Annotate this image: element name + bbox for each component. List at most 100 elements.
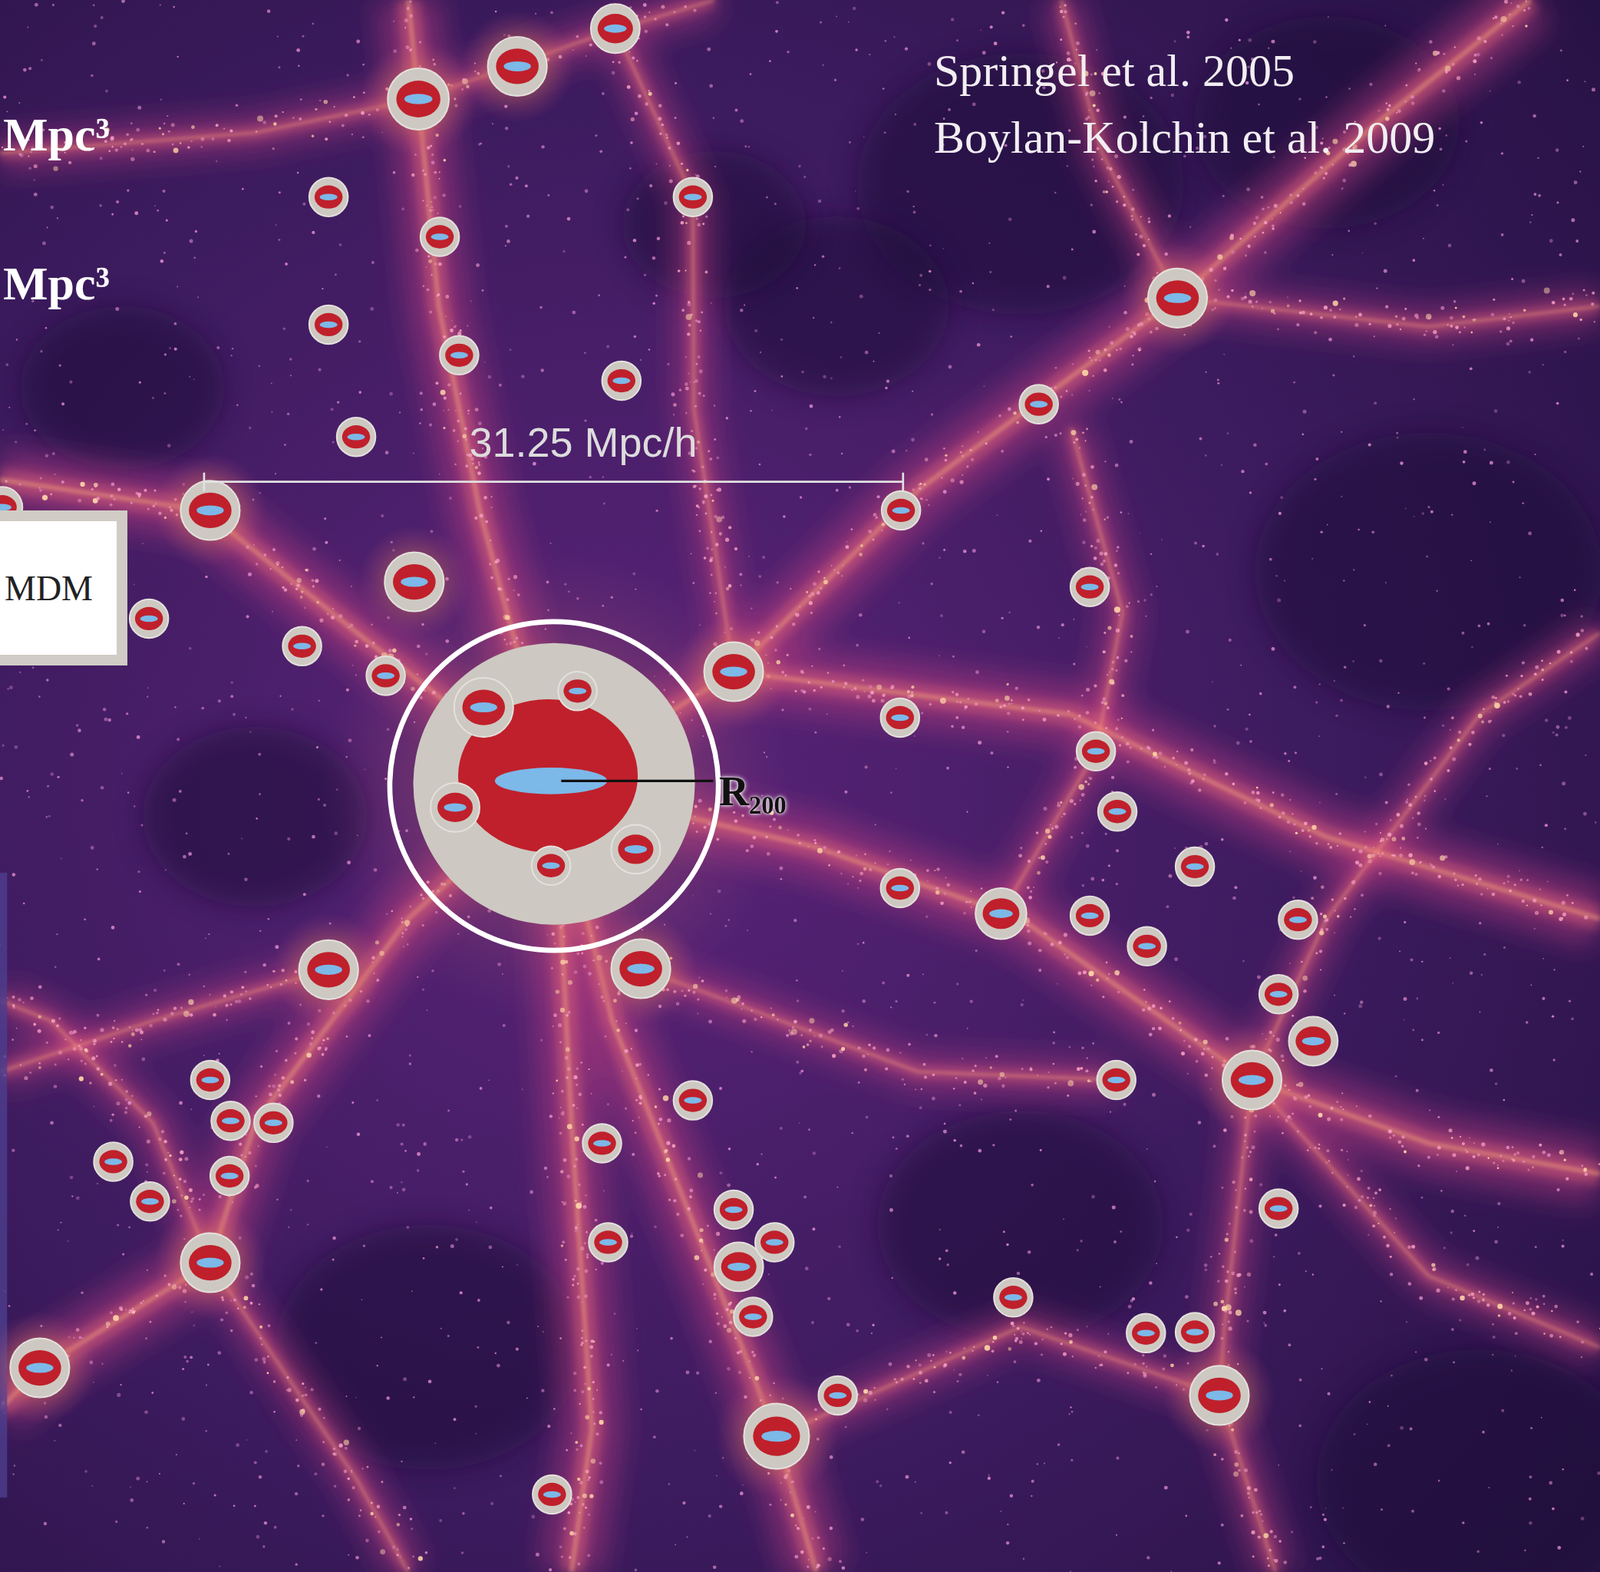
galaxy-dot	[400, 1460, 403, 1463]
galaxy-dot	[1367, 1233, 1370, 1236]
galaxy-dot	[976, 343, 981, 347]
galaxy-dot	[852, 1025, 855, 1027]
galaxy-dot	[259, 930, 261, 932]
galaxy-dot	[458, 329, 462, 332]
galaxy-dot	[963, 549, 967, 553]
galaxy-dot	[1490, 56, 1493, 60]
galaxy-dot	[1275, 574, 1277, 577]
galaxy-dot	[1107, 1332, 1109, 1335]
galaxy-dot	[494, 1352, 497, 1354]
galaxy-dot	[131, 148, 133, 151]
galaxy-dot	[475, 1432, 477, 1435]
galaxy-dot	[189, 853, 192, 855]
galaxy-dot	[863, 135, 865, 138]
galaxy-dot	[300, 98, 303, 101]
galaxy-dot	[977, 1148, 982, 1153]
galaxy-dot	[904, 46, 908, 50]
galaxy-dot	[277, 238, 281, 241]
galaxy-dot	[779, 866, 784, 871]
galaxy-dot	[689, 1188, 693, 1193]
galaxy-dot	[295, 1438, 297, 1441]
galaxy-dot	[1323, 1517, 1327, 1521]
galaxy-dot	[656, 237, 661, 241]
galaxy-dot	[1477, 623, 1482, 627]
galaxy-dot	[1369, 82, 1373, 86]
galaxy-dot	[985, 1056, 987, 1059]
galaxy-dot	[910, 438, 915, 443]
galaxy-dot	[336, 401, 340, 404]
galaxy-dot	[489, 539, 492, 542]
galaxy-dot	[8, 1304, 11, 1307]
galaxy-dot	[1148, 1032, 1153, 1036]
galaxy-dot	[1046, 284, 1050, 288]
galaxy-dot	[144, 1409, 149, 1414]
galaxy-dot	[1213, 1144, 1217, 1148]
galaxy-dot	[748, 555, 750, 558]
galaxy-dot	[1529, 1474, 1533, 1478]
galaxy-dot	[1027, 1250, 1031, 1254]
galaxy-dot	[841, 1565, 846, 1570]
galaxy-dot	[466, 453, 469, 456]
galaxy-dot	[175, 1453, 178, 1455]
galaxy-dot	[1094, 546, 1098, 550]
galaxy-dot	[992, 308, 995, 311]
galaxy-dot	[1383, 269, 1388, 274]
galaxy-dot	[69, 1175, 74, 1180]
galaxy-dot	[633, 238, 637, 243]
galaxy-dot	[603, 1189, 605, 1191]
galaxy-dot	[313, 1471, 317, 1475]
galaxy-dot	[488, 375, 492, 380]
galaxy-dot	[1494, 409, 1498, 413]
galaxy-dot	[1194, 541, 1198, 545]
galaxy-dot	[622, 1359, 624, 1362]
galaxy-dot	[1204, 1263, 1208, 1267]
galaxy-dot	[33, 192, 38, 197]
galaxy-dot	[822, 64, 825, 66]
galaxy-dot	[1489, 521, 1492, 523]
galaxy-dot	[1555, 148, 1560, 152]
galaxy-dot	[877, 494, 881, 499]
galaxy-dot	[190, 1108, 192, 1110]
galaxy-dot	[183, 1502, 185, 1505]
galaxy-dot	[267, 1323, 271, 1327]
galaxy-dot	[1174, 956, 1178, 961]
galaxy-dot	[1559, 253, 1563, 257]
galaxy-dot	[697, 320, 701, 324]
galaxy-dot	[440, 389, 446, 396]
galaxy-dot	[541, 1388, 545, 1393]
galaxy-dot	[1221, 1322, 1224, 1325]
galaxy-dot	[640, 359, 642, 361]
galaxy-dot	[273, 1525, 278, 1529]
galaxy-dot	[140, 1038, 142, 1040]
galaxy-dot	[1072, 662, 1076, 665]
galaxy-dot	[1278, 1283, 1281, 1286]
galaxy-dot	[1261, 207, 1265, 212]
galaxy-dot	[455, 1237, 459, 1241]
galaxy-dot	[1427, 505, 1430, 509]
galaxy-dot	[459, 392, 462, 396]
galaxy-dot	[198, 1537, 201, 1540]
galaxy-dot	[453, 1486, 456, 1489]
galaxy-dot	[1248, 713, 1251, 716]
galaxy-dot	[1287, 759, 1290, 763]
galaxy-dot	[1528, 1497, 1532, 1501]
galaxy-dot	[1544, 823, 1548, 827]
galaxy-dot	[549, 542, 551, 545]
galaxy-dot	[75, 1195, 80, 1200]
galaxy-dot	[1481, 973, 1484, 977]
galaxy-dot	[1236, 741, 1241, 746]
galaxy-dot	[1416, 836, 1419, 839]
galaxy-dot	[475, 1220, 478, 1223]
galaxy-dot	[53, 1084, 58, 1089]
galaxy-dot	[1291, 1014, 1294, 1017]
galaxy-dot	[456, 419, 460, 423]
galaxy-dot	[1425, 828, 1427, 830]
galaxy-dot	[1071, 248, 1074, 251]
galaxy-dot	[1036, 1378, 1041, 1383]
galaxy-dot	[52, 3, 55, 7]
galaxy-dot	[1403, 920, 1406, 924]
galaxy-dot	[599, 1480, 604, 1485]
galaxy-dot	[1146, 1555, 1150, 1559]
galaxy-dot	[1487, 622, 1491, 626]
galaxy-dot	[294, 1491, 298, 1495]
